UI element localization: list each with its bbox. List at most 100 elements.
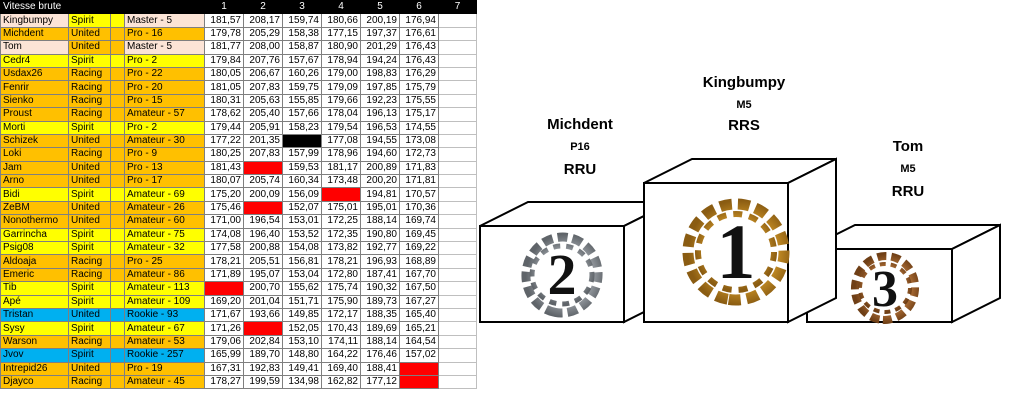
- speed-cell[interactable]: 170,57: [399, 187, 439, 202]
- speed-cell[interactable]: 173,48: [321, 174, 361, 189]
- spacer-cell[interactable]: [110, 13, 125, 28]
- spacer-cell[interactable]: [110, 40, 125, 55]
- rank-cell[interactable]: Rookie - 93: [124, 307, 205, 323]
- speed-cell[interactable]: 202,84: [243, 334, 283, 350]
- spacer-cell[interactable]: [110, 187, 125, 202]
- speed-cell[interactable]: 205,40: [243, 107, 283, 122]
- speed-cell[interactable]: 159,75: [282, 80, 322, 95]
- speed-cell[interactable]: 170,43: [321, 321, 361, 336]
- speed-cell[interactable]: 207,83: [243, 80, 283, 95]
- speed-cell[interactable]: 207,76: [243, 53, 283, 68]
- speed-cell[interactable]: 180,05: [204, 66, 244, 82]
- spacer-cell[interactable]: [110, 374, 125, 390]
- speed-cell[interactable]: 149,41: [282, 361, 322, 376]
- speed-cell[interactable]: 181,57: [204, 13, 244, 28]
- speed-cell-empty[interactable]: [438, 26, 477, 42]
- spacer-cell[interactable]: [110, 174, 125, 189]
- speed-cell-empty[interactable]: [438, 321, 477, 336]
- team-cell[interactable]: Racing: [68, 374, 111, 390]
- speed-cell[interactable]: 192,77: [360, 241, 400, 256]
- speed-cell[interactable]: 188,14: [360, 214, 400, 229]
- speed-cell[interactable]: [399, 361, 439, 376]
- speed-cell[interactable]: 195,07: [243, 267, 283, 283]
- team-cell[interactable]: Racing: [68, 334, 111, 350]
- speed-cell[interactable]: 152,05: [282, 321, 322, 336]
- spacer-cell[interactable]: [110, 66, 125, 82]
- speed-cell[interactable]: 188,41: [360, 361, 400, 376]
- speed-cell[interactable]: 189,73: [360, 294, 400, 309]
- speed-cell[interactable]: 207,83: [243, 147, 283, 162]
- speed-cell[interactable]: 157,99: [282, 147, 322, 162]
- driver-name-cell[interactable]: Jam: [0, 160, 69, 176]
- team-cell[interactable]: United: [68, 160, 111, 176]
- speed-cell[interactable]: 201,29: [360, 40, 400, 55]
- speed-cell[interactable]: 181,17: [321, 160, 361, 176]
- speed-cell[interactable]: 180,07: [204, 174, 244, 189]
- speed-cell[interactable]: 162,82: [321, 374, 361, 390]
- driver-name-cell[interactable]: Jvov: [0, 348, 69, 363]
- speed-cell[interactable]: 178,21: [204, 254, 244, 269]
- spacer-cell[interactable]: [110, 93, 125, 109]
- rank-cell[interactable]: Pro - 22: [124, 66, 205, 82]
- speed-cell-empty[interactable]: [438, 160, 477, 176]
- speed-cell-empty[interactable]: [438, 40, 477, 55]
- team-cell[interactable]: United: [68, 214, 111, 229]
- speed-cell[interactable]: 171,67: [204, 307, 244, 323]
- speed-cell[interactable]: 181,77: [204, 40, 244, 55]
- spacer-cell[interactable]: [110, 267, 125, 283]
- speed-cell[interactable]: 200,20: [360, 174, 400, 189]
- speed-cell[interactable]: 205,91: [243, 120, 283, 135]
- speed-cell-empty[interactable]: [438, 174, 477, 189]
- team-cell[interactable]: United: [68, 40, 111, 55]
- rank-cell[interactable]: Amateur - 69: [124, 187, 205, 202]
- speed-cell[interactable]: [243, 321, 283, 336]
- speed-cell[interactable]: 180,25: [204, 147, 244, 162]
- speed-cell[interactable]: 177,58: [204, 241, 244, 256]
- speed-cell[interactable]: 196,93: [360, 254, 400, 269]
- driver-name-cell[interactable]: Apé: [0, 294, 69, 309]
- speed-cell[interactable]: 179,06: [204, 334, 244, 350]
- team-cell[interactable]: Spirit: [68, 227, 111, 243]
- column-header[interactable]: 1: [204, 0, 244, 15]
- team-cell[interactable]: Spirit: [68, 241, 111, 256]
- driver-name-cell[interactable]: Emeric: [0, 267, 69, 283]
- spacer-cell[interactable]: [110, 321, 125, 336]
- speed-cell[interactable]: 199,59: [243, 374, 283, 390]
- rank-cell[interactable]: Amateur - 32: [124, 241, 205, 256]
- driver-name-cell[interactable]: Usdax26: [0, 66, 69, 82]
- team-cell[interactable]: United: [68, 361, 111, 376]
- driver-name-cell[interactable]: Sienko: [0, 93, 69, 109]
- rank-cell[interactable]: Amateur - 45: [124, 374, 205, 390]
- speed-cell[interactable]: [399, 374, 439, 390]
- team-cell[interactable]: Spirit: [68, 13, 111, 28]
- spacer-cell[interactable]: [110, 294, 125, 309]
- team-cell[interactable]: United: [68, 307, 111, 323]
- spacer-cell[interactable]: [110, 361, 125, 376]
- speed-cell[interactable]: 172,17: [321, 307, 361, 323]
- speed-cell[interactable]: 171,89: [204, 267, 244, 283]
- speed-cell[interactable]: [321, 187, 361, 202]
- speed-cell[interactable]: 153,01: [282, 214, 322, 229]
- speed-cell[interactable]: 173,08: [399, 133, 439, 149]
- speed-cell[interactable]: 200,09: [243, 187, 283, 202]
- driver-name-cell[interactable]: Fenrir: [0, 80, 69, 95]
- speed-cell[interactable]: 201,35: [243, 133, 283, 149]
- speed-cell[interactable]: 194,55: [360, 133, 400, 149]
- rank-cell[interactable]: Amateur - 67: [124, 321, 205, 336]
- speed-cell[interactable]: 178,96: [321, 147, 361, 162]
- speed-cell[interactable]: 196,40: [243, 227, 283, 243]
- speed-cell[interactable]: 178,21: [321, 254, 361, 269]
- speed-cell[interactable]: 171,26: [204, 321, 244, 336]
- speed-cell[interactable]: 158,38: [282, 26, 322, 42]
- speed-cell[interactable]: 196,54: [243, 214, 283, 229]
- speed-cell[interactable]: 205,51: [243, 254, 283, 269]
- speed-cell[interactable]: 189,69: [360, 321, 400, 336]
- speed-cell[interactable]: 165,40: [399, 307, 439, 323]
- speed-cell[interactable]: 175,46: [204, 200, 244, 216]
- speed-cell[interactable]: 175,90: [321, 294, 361, 309]
- spacer-cell[interactable]: [110, 281, 125, 296]
- speed-cell[interactable]: 168,89: [399, 254, 439, 269]
- speed-cell[interactable]: 176,94: [399, 13, 439, 28]
- driver-name-cell[interactable]: Aldoaja: [0, 254, 69, 269]
- speed-cell[interactable]: 174,55: [399, 120, 439, 135]
